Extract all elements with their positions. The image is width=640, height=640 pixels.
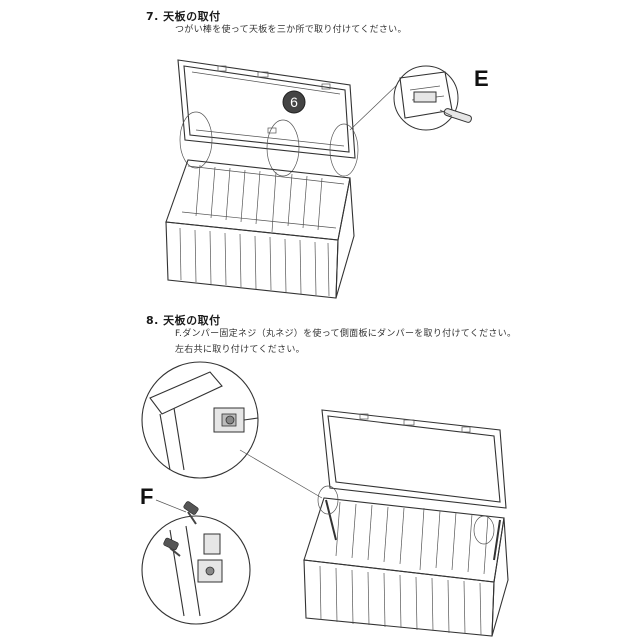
step7-box-body <box>165 159 355 299</box>
step7-hinge-callout-right <box>329 123 359 177</box>
step7-hinge-zoom <box>393 65 459 131</box>
step7-title: 7. 天板の取付 <box>146 10 221 23</box>
step8-screw-top <box>155 499 199 525</box>
part-label-f: F <box>140 484 154 509</box>
step8-box-body <box>303 485 509 637</box>
step7-hinge-pin <box>439 108 472 123</box>
step7-hinge-callout-left <box>179 111 213 169</box>
step8-description-line2: 左右共に取り付けてください。 <box>175 345 305 355</box>
step7-hinge-callout-mid <box>266 119 300 177</box>
step7-description: つがい棒を使って天板を三か所で取り付けてください。 <box>175 25 407 35</box>
step7-badge: 6 <box>282 90 306 114</box>
step8-damper-zoom-bottom <box>141 515 251 625</box>
step7-open-lid <box>177 59 356 159</box>
part-label-e: E <box>474 66 489 91</box>
step8-title: 8. 天板の取付 <box>146 314 221 327</box>
step7-badge-text: 6 <box>290 94 298 110</box>
step8-open-lid <box>321 409 507 509</box>
step8-damper-zoom-top <box>141 361 259 479</box>
step8-screw-bottom <box>163 537 181 557</box>
step8-description-line1: F.ダンパー固定ネジ（丸ネジ）を使って側面板にダンパーを取り付けてください。 <box>175 329 517 339</box>
